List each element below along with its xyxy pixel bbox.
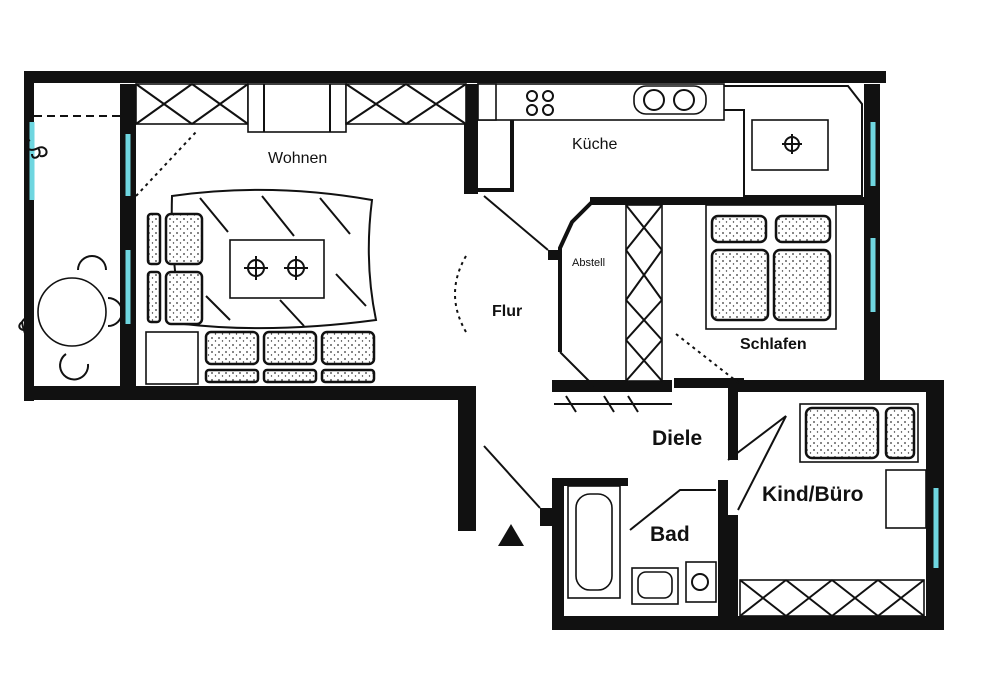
wall-flur-left-lower: [458, 386, 476, 531]
cabinet-cross: [345, 83, 467, 125]
sofa-cushion: [164, 212, 204, 266]
wall-abstell-bottom: [552, 380, 672, 392]
wall-bad-right: [718, 480, 728, 620]
balcony-chair-top: [77, 255, 107, 271]
wall-right-upper: [864, 84, 880, 384]
plant-icon: [25, 139, 48, 159]
sofa-cushion: [320, 368, 376, 384]
room-diele: [727, 415, 787, 511]
flur-door-swing: [483, 195, 549, 251]
room-label-diele: Diele: [652, 427, 702, 450]
balcony-chair-bottom: [59, 353, 90, 381]
toilet-tank: [685, 561, 717, 603]
wall-living-right: [464, 84, 478, 194]
wardrobe-cross: [739, 579, 925, 617]
sofa-cushion: [204, 330, 260, 366]
room-wohnen: [135, 83, 467, 385]
washbasin-inner: [637, 571, 673, 599]
side-table: [145, 331, 199, 385]
pillow: [804, 406, 880, 460]
abstell-door-swing: [559, 351, 595, 387]
wall-left-balcony: [24, 71, 34, 401]
pillow: [884, 406, 916, 460]
kind-wardrobe: [739, 579, 925, 617]
wall-schlafen-bottom: [674, 378, 744, 388]
room-kueche: [477, 83, 863, 197]
wall-top: [24, 71, 886, 83]
sofa-cushion: [262, 330, 318, 366]
wohnen-shelf-middle: [247, 83, 347, 133]
wohnen-door-swing: [135, 131, 197, 197]
kitchen-cabinet: [724, 85, 863, 197]
wall-living-left: [120, 84, 136, 388]
sofa-cushion: [146, 212, 162, 266]
walls: [24, 71, 944, 630]
carpet-hatching: [199, 195, 367, 327]
wall-kind-left: [728, 380, 738, 460]
wall-bottom-right: [552, 616, 944, 630]
wall-kueche-bottom: [478, 118, 514, 192]
windows: [29, 122, 939, 568]
pillow: [774, 214, 832, 244]
bad-door-swing: [629, 489, 716, 531]
diele-door-swing: [727, 415, 787, 511]
room-label-kind-buero: Kind/Büro: [762, 483, 863, 506]
wall-bad-top: [552, 478, 628, 486]
balcony-table: [37, 277, 107, 347]
sink-icon: [633, 85, 707, 115]
wall-kind-left-lower: [728, 515, 738, 630]
desk: [885, 469, 927, 529]
cabinet-cross: [135, 83, 249, 125]
wall-abstell-stub: [540, 508, 562, 526]
wall-kind-top: [732, 380, 944, 392]
room-flur: [483, 195, 595, 509]
target-icon: [284, 256, 308, 280]
room-label-bad: Bad: [650, 523, 690, 546]
room-kind-buero: [739, 403, 927, 617]
sofa-cushion: [164, 270, 204, 326]
room-label-wohnen: Wohnen: [268, 150, 327, 167]
wall-abstell-diagonal: [558, 200, 594, 352]
wall-bottom-left: [24, 386, 474, 400]
triangle-icon: [498, 524, 524, 546]
room-schlafen: [675, 204, 837, 385]
balcony-chair-right: [107, 297, 123, 327]
flur-bottom-door: [483, 445, 541, 509]
room-bad: [567, 485, 717, 605]
room-label-schlafen: Schlafen: [740, 336, 807, 353]
stove-icon: [526, 90, 554, 116]
bathtub-inner: [575, 493, 613, 591]
wohnen-cabinet-right: [345, 83, 467, 125]
sofa-cushion: [146, 270, 162, 324]
room-label-abstell: Abstell: [572, 257, 605, 269]
sofa-cushion: [320, 330, 376, 366]
wohnen-door-arc: [454, 255, 467, 333]
target-icon: [244, 256, 268, 280]
wall-bad-left: [552, 480, 564, 630]
wardrobe-cross: [625, 204, 663, 382]
plant-icon-lower: [18, 316, 33, 351]
wall-flur-stub: [548, 250, 562, 260]
wohnen-cabinet-left: [135, 83, 249, 125]
room-label-kueche: Küche: [572, 136, 617, 153]
room-abstell: [554, 204, 672, 413]
balcony: [18, 115, 123, 381]
pillow: [710, 214, 768, 244]
target-icon: [782, 134, 802, 154]
toilet-bowl: [691, 573, 709, 591]
room-label-flur: Flur: [492, 303, 522, 320]
kitchen-table: [751, 119, 829, 171]
mattress: [710, 248, 770, 322]
door-swing: [675, 333, 741, 385]
mattress: [772, 248, 832, 322]
shoe-rack: [554, 395, 672, 413]
kitchen-fridge: [477, 83, 497, 121]
sofa-cushion: [262, 368, 318, 384]
wall-schlafen-top: [590, 197, 874, 205]
sofa-cushion: [204, 368, 260, 384]
